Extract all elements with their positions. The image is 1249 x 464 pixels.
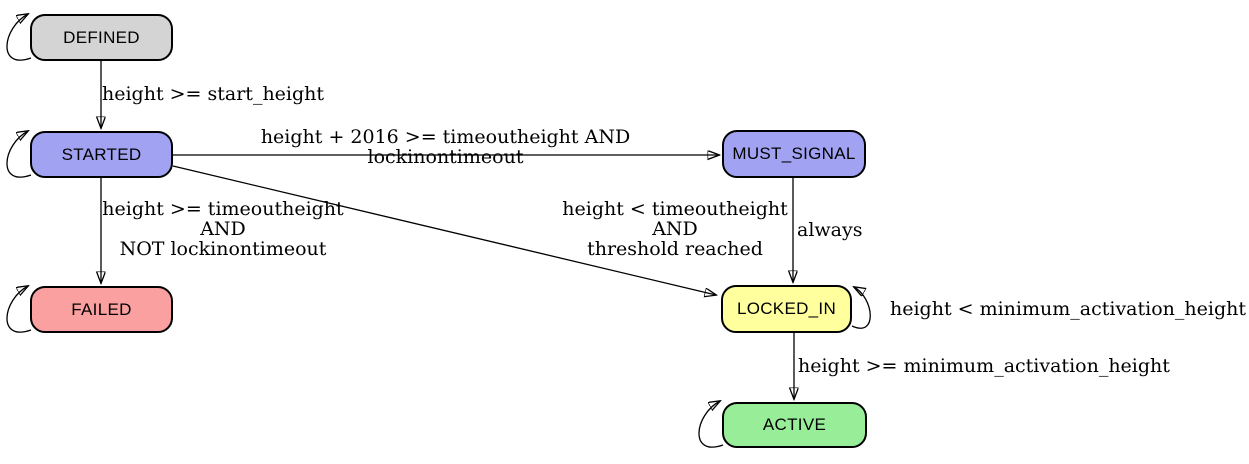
edge-locked-in-self-loop xyxy=(851,287,871,329)
edge-label-started-to-must-signal: height + 2016 >= timeoutheight AND locki… xyxy=(260,126,631,168)
state-node-locked-in: LOCKED_IN xyxy=(721,285,852,333)
state-node-failed: FAILED xyxy=(30,286,173,333)
edge-label-defined-to-started: height >= start_height xyxy=(102,83,325,105)
edge-label-started-to-locked-in: height < timeoutheight AND threshold rea… xyxy=(562,198,788,260)
state-node-started: STARTED xyxy=(30,131,173,178)
state-node-active: ACTIVE xyxy=(722,402,867,448)
edge-label-must-signal-to-locked-in: always xyxy=(797,219,863,241)
edge-started-to-locked-in xyxy=(172,165,716,295)
edge-active-self-loop xyxy=(698,401,724,448)
state-node-defined: DEFINED xyxy=(30,14,173,61)
edge-started-self-loop xyxy=(6,131,32,178)
state-node-must-signal: MUST_SIGNAL xyxy=(722,130,866,178)
edge-defined-self-loop xyxy=(6,14,32,61)
edge-label-locked-in-to-active: height >= minimum_activation_height xyxy=(798,355,1170,377)
edge-label-started-to-failed: height >= timeoutheight AND NOT lockinon… xyxy=(102,198,344,260)
edge-failed-self-loop xyxy=(6,286,32,333)
edge-label-locked-in-self-loop: height < minimum_activation_height xyxy=(890,298,1246,320)
